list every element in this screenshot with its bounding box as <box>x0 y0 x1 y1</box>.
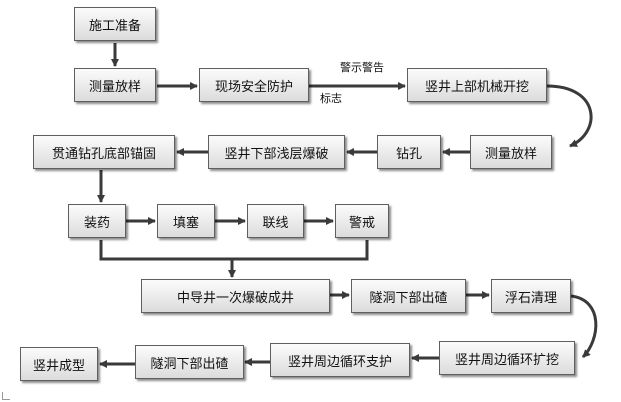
node-alert: 警戒 <box>335 204 389 238</box>
node-stem: 填塞 <box>157 204 215 238</box>
node-drill: 钻孔 <box>377 135 441 169</box>
node-ring-support: 竖井周边循环支护 <box>270 343 410 377</box>
node-survey-1: 测量放样 <box>74 68 156 102</box>
node-charge: 装药 <box>68 204 126 238</box>
node-muck-2: 隧洞下部出碴 <box>135 345 244 379</box>
node-ring-expand: 竖井周边循环扩挖 <box>439 341 575 375</box>
label-warning-sign-bottom: 标志 <box>320 92 342 105</box>
connector-lines <box>97 43 598 368</box>
node-blast-shallow: 竖井下部浅层爆破 <box>208 135 345 169</box>
node-prep: 施工准备 <box>74 7 156 41</box>
node-safety: 现场安全防护 <box>199 68 309 102</box>
node-shaft-blast: 中导井一次爆破成井 <box>141 279 330 313</box>
node-anchor: 贯通钻孔底部锚固 <box>33 135 175 169</box>
label-warning-sign-top: 警示警告 <box>340 61 384 74</box>
arrow-scaling-to-ring-expand <box>570 294 598 359</box>
node-shaft-done: 竖井成型 <box>20 347 98 381</box>
node-survey-2: 测量放样 <box>470 135 552 169</box>
merge-bracket <box>99 240 369 261</box>
arrow-excavate-to-survey <box>546 84 593 148</box>
node-muck-1: 隧洞下部出碴 <box>351 279 466 313</box>
page-corner-mark <box>2 392 10 400</box>
node-wire: 联线 <box>247 204 304 238</box>
node-scaling: 浮石清理 <box>491 279 571 313</box>
node-excavate: 竖井上部机械开挖 <box>407 68 547 102</box>
